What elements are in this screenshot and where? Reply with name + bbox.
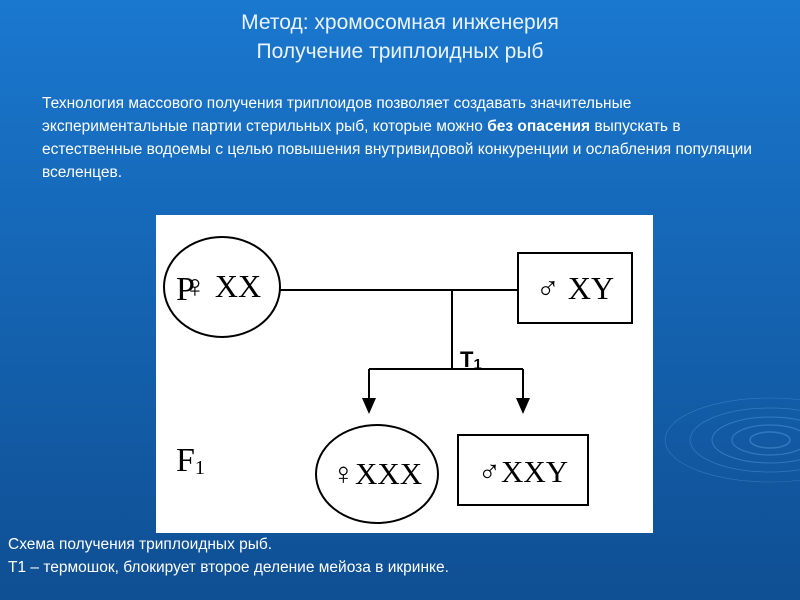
title-line-1: Метод: хромосомная инженерия xyxy=(241,11,559,34)
parent-female-oval xyxy=(163,236,281,338)
right-arrow-head xyxy=(516,398,530,414)
parent-female-genotype: ♀ XX xyxy=(183,268,261,304)
intro-paragraph: Технология массового получения триплоидо… xyxy=(42,92,762,184)
parent-male-box xyxy=(517,252,633,324)
triploid-scheme-diagram: P F1 ♀ XX ♂ XY T1 ♀XXX ♂XXY xyxy=(163,236,633,524)
diagram-caption: Схема получения триплоидных рыб. Т1 – те… xyxy=(8,533,788,579)
intro-text-end: выпускать в естественные водоемы с целью… xyxy=(42,118,752,181)
intro-text-start: Технология массового получения триплоидо… xyxy=(42,95,632,135)
parent-male-genotype: ♂ XY xyxy=(536,270,614,306)
caption-line-2: Т1 – термошок, блокирует второе деление … xyxy=(8,559,449,576)
offspring-male-box xyxy=(457,434,589,506)
title-line-2: Получение триплоидных рыб xyxy=(256,40,544,63)
treatment-label: T1 xyxy=(460,347,482,373)
f1-generation-label: F1 xyxy=(176,442,205,479)
slide-title: Метод: хромосомная инженерия Получение т… xyxy=(0,8,800,66)
intro-bold-phrase: без опасения xyxy=(487,118,591,135)
treatment-label-subscript: 1 xyxy=(473,356,481,373)
offspring-female-genotype: ♀XXX xyxy=(332,456,422,491)
p-generation-label: P xyxy=(176,271,195,308)
left-arrow-head xyxy=(362,398,376,414)
treatment-label-main: T xyxy=(460,347,474,372)
f1-label-subscript: 1 xyxy=(195,457,205,479)
offspring-male-genotype: ♂XXY xyxy=(478,454,568,489)
offspring-female-oval xyxy=(315,424,439,524)
caption-line-1: Схема получения триплоидных рыб. xyxy=(8,536,273,553)
diagram-panel: P F1 ♀ XX ♂ XY T1 ♀XXX ♂XXY xyxy=(156,215,653,533)
f1-label-main: F xyxy=(176,442,195,479)
